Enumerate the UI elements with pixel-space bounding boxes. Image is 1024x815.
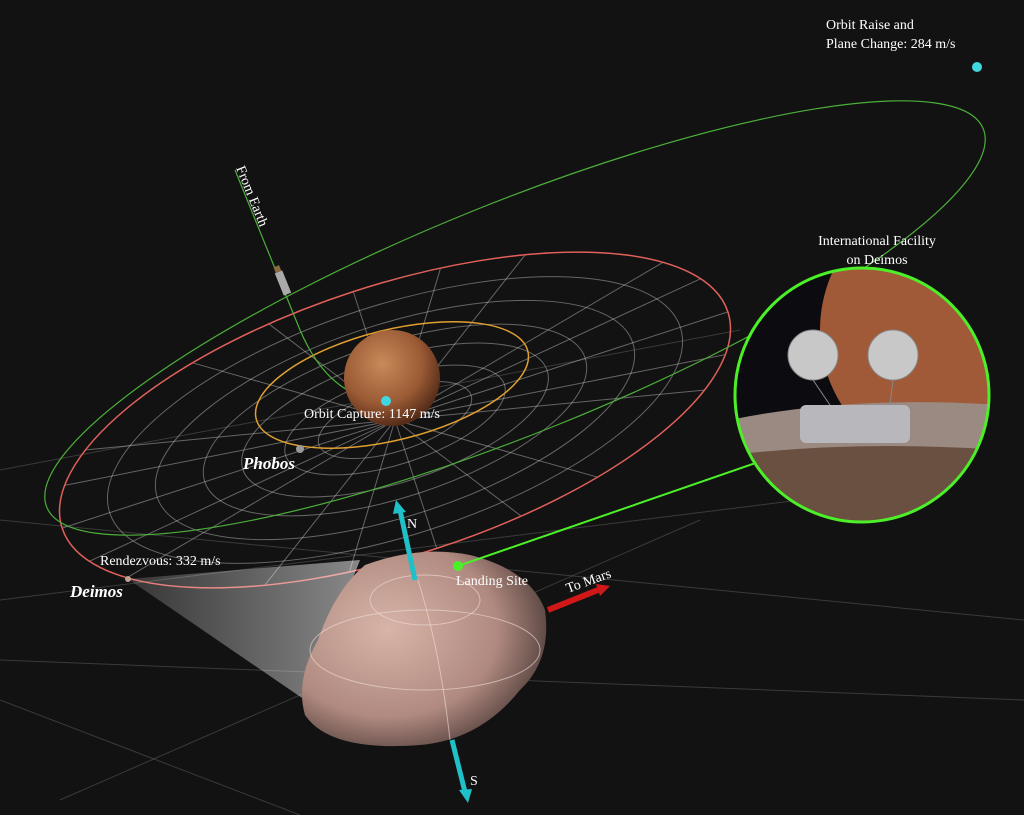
- orbit-raise-marker: [972, 62, 982, 72]
- facility-label-1: International Facility: [818, 234, 936, 249]
- mars-planet: [344, 330, 440, 426]
- spacecraft-icon: [273, 265, 292, 296]
- north-label: N: [407, 517, 417, 532]
- from-earth-label: From Earth: [232, 164, 270, 229]
- orbit-raise-label-2: Plane Change: 284 m/s: [826, 37, 956, 52]
- inset-ring: [733, 266, 991, 524]
- orbit-raise-label-1: Orbit Raise and: [826, 18, 914, 33]
- rendezvous-label: Rendezvous: 332 m/s: [100, 554, 221, 569]
- magnification-cone: [128, 560, 360, 700]
- orbit-capture-marker: [381, 396, 391, 406]
- deimos-grid: [309, 574, 541, 741]
- to-mars-arrow: [546, 584, 610, 613]
- landing-site-marker: [453, 561, 463, 571]
- inset-connector: [457, 457, 771, 567]
- south-axis-arrow: [449, 739, 472, 803]
- north-axis-arrow: [393, 500, 418, 581]
- south-label: S: [470, 774, 478, 789]
- landing-site-label: Landing Site: [456, 574, 528, 589]
- deimos-body: [301, 551, 547, 747]
- phobos-moon: [296, 445, 304, 453]
- phobos-orbit: [254, 321, 530, 449]
- deimos-orbit: [58, 251, 732, 589]
- phobos-label: Phobos: [242, 454, 295, 473]
- deimos-label: Deimos: [69, 582, 123, 601]
- facility-label-2: on Deimos: [846, 253, 907, 268]
- orbit-capture-label: Orbit Capture: 1147 m/s: [304, 407, 440, 422]
- transfer-orbit: [44, 100, 986, 536]
